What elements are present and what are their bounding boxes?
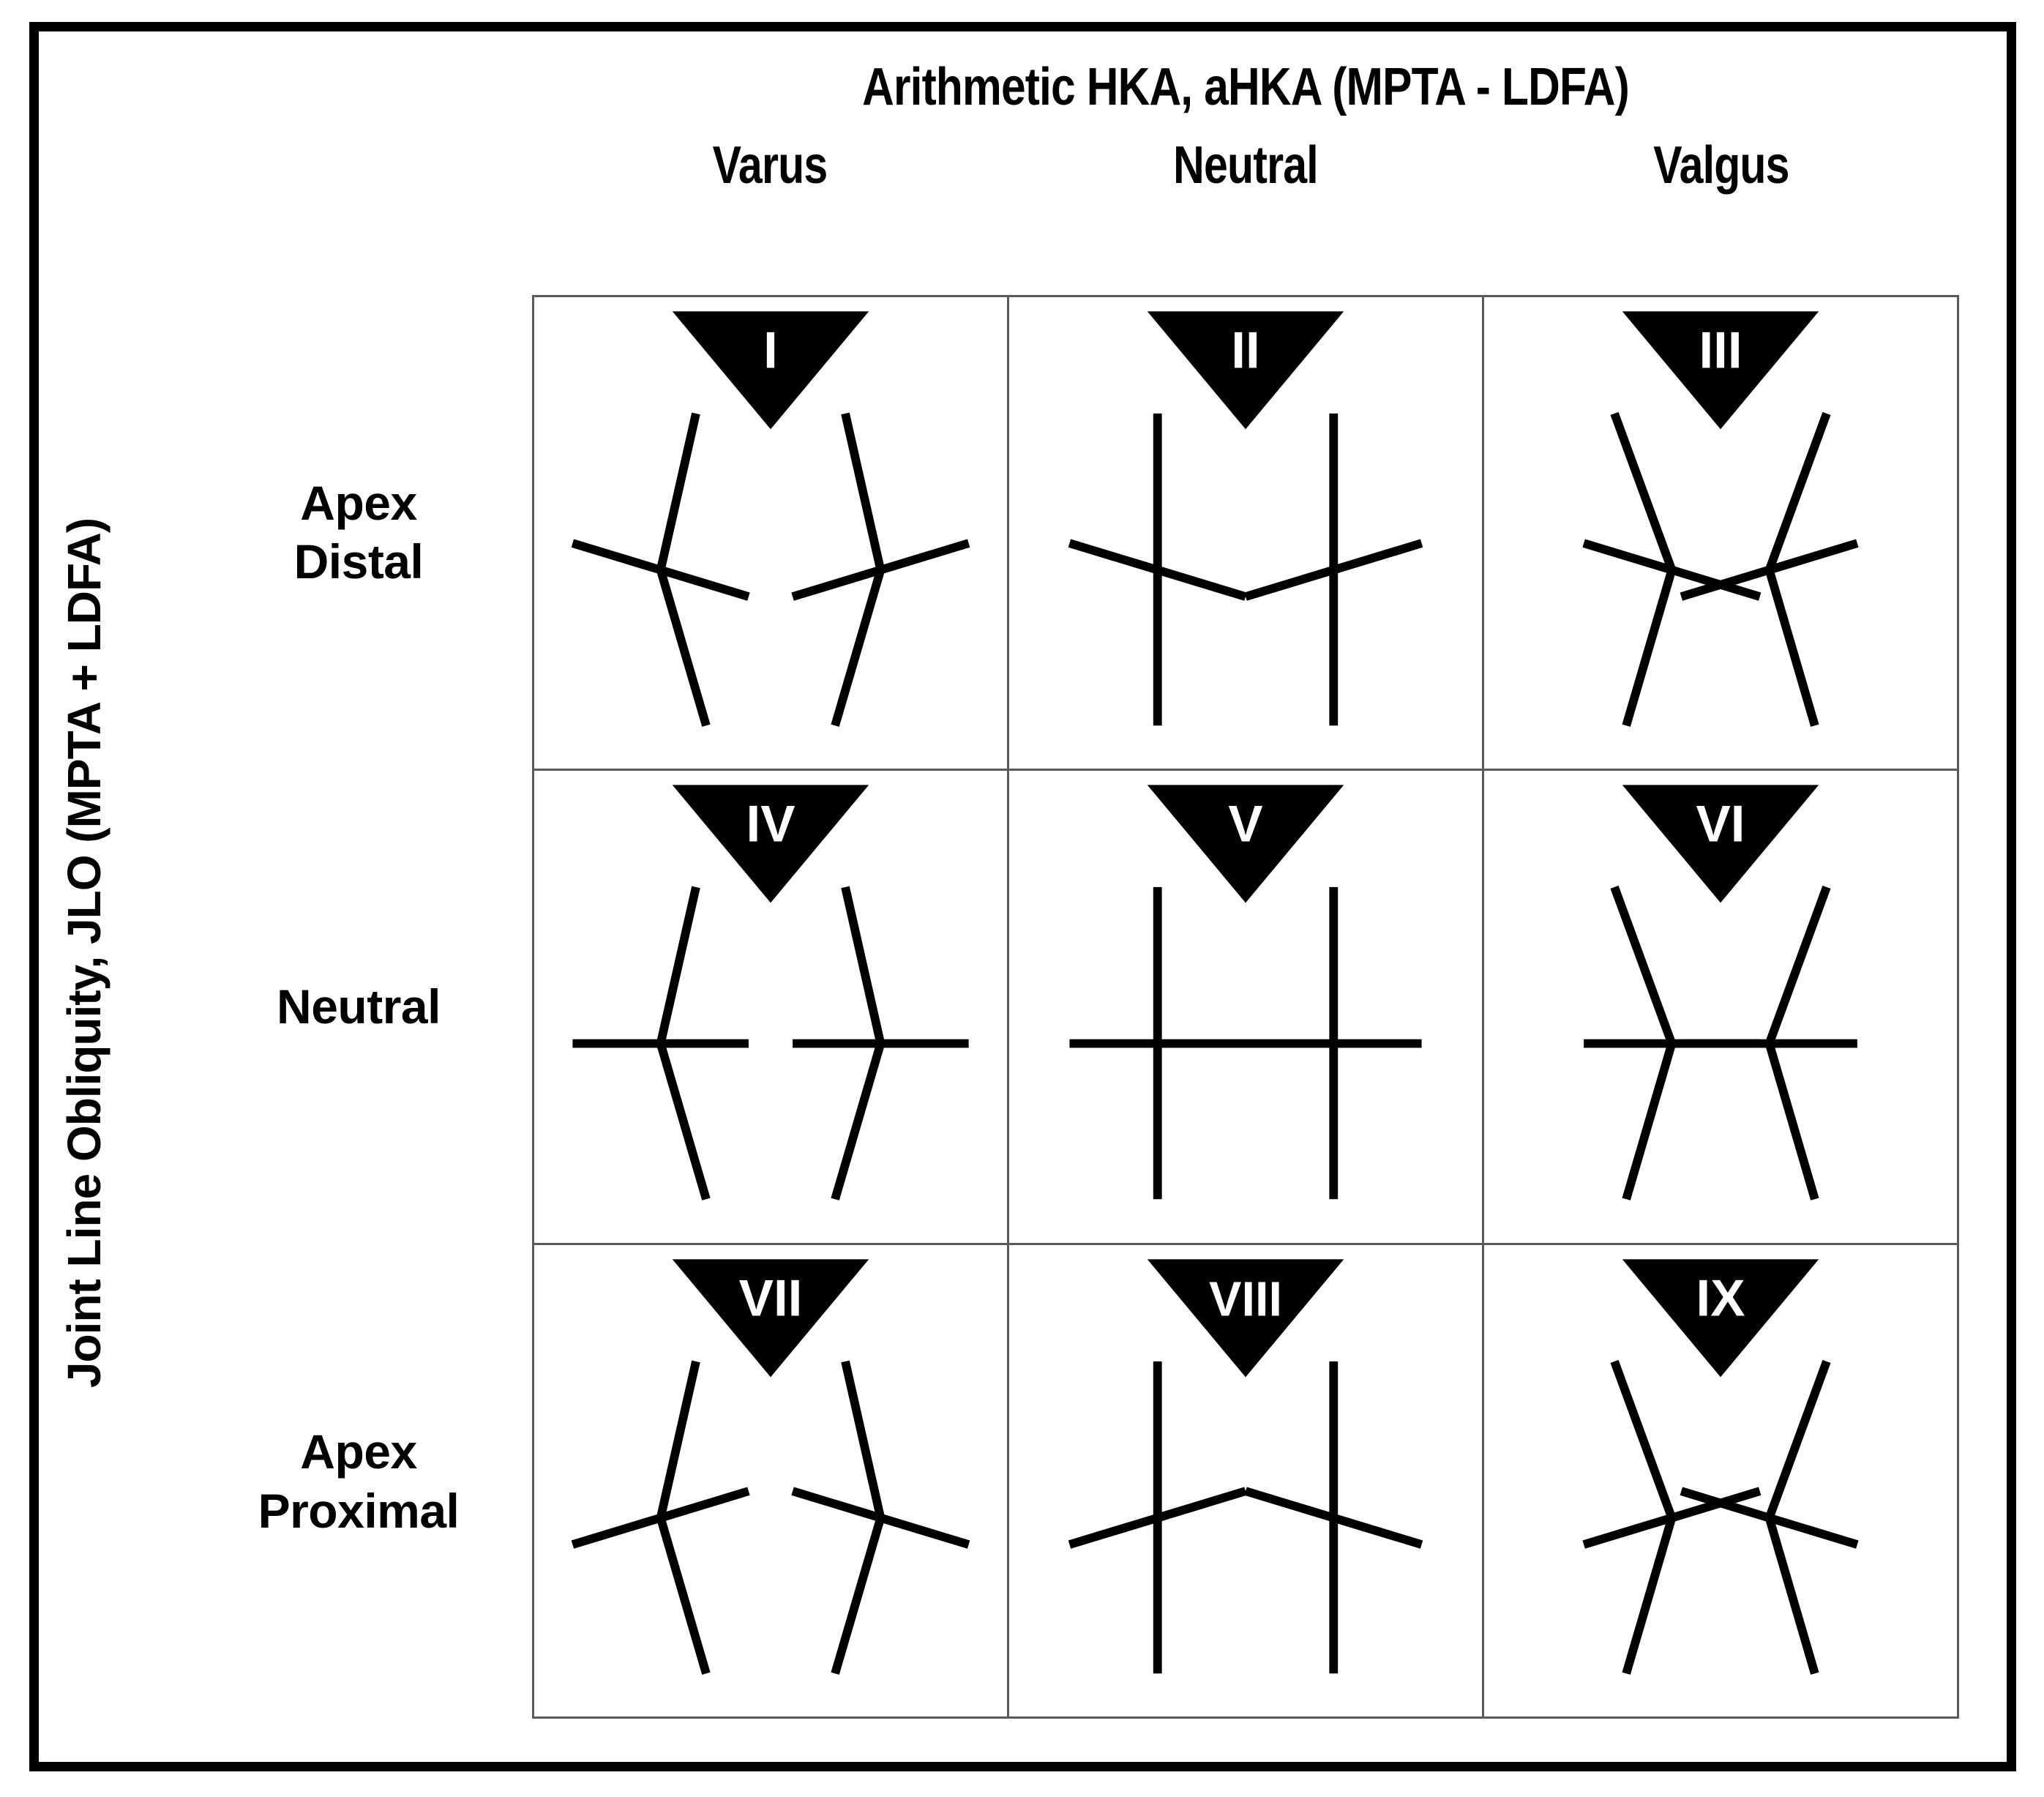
column-header-varus: Varus bbox=[712, 136, 828, 195]
knee-diagram-vi: VI bbox=[1584, 785, 1857, 1201]
right-knee-joint-line bbox=[1244, 539, 1423, 601]
class-badge-triangle-icon bbox=[1622, 785, 1819, 903]
class-badge-triangle-icon bbox=[1622, 1258, 1819, 1378]
left-knee-joint-line bbox=[1068, 1487, 1247, 1549]
right-knee-joint-line bbox=[791, 1487, 970, 1549]
class-badge-numeral: I bbox=[763, 322, 778, 380]
right-knee-joint-line bbox=[1680, 1487, 1859, 1549]
row-header-apex-proximal-line1: Apex bbox=[300, 1424, 417, 1479]
class-badge-numeral: III bbox=[1699, 322, 1742, 380]
matrix-cell-viii[interactable]: VIII bbox=[1009, 1244, 1482, 1716]
class-badge-numeral: IV bbox=[746, 796, 795, 853]
left-knee-joint-line bbox=[1582, 539, 1762, 601]
class-badge-numeral: IX bbox=[1696, 1269, 1745, 1327]
right-knee-joint-line bbox=[1680, 539, 1859, 601]
row-header-column: Apex Distal Neutral Apex Proximal bbox=[187, 295, 531, 1719]
row-header-apex-distal: Apex Distal bbox=[187, 295, 531, 769]
matrix-cell-vii[interactable]: VII bbox=[534, 1244, 1007, 1716]
class-badge-triangle-icon bbox=[672, 1258, 869, 1378]
matrix-cell-ii[interactable]: II bbox=[1009, 297, 1482, 769]
knee-diagram-iv: IV bbox=[572, 785, 969, 1201]
row-header-neutral-line1: Neutral bbox=[277, 979, 441, 1034]
row-header-apex-distal-line1: Apex bbox=[300, 475, 417, 530]
y-axis-label: Joint Line Obliquity, JLO (MPTA + LDFA) bbox=[58, 518, 111, 1389]
class-badge-triangle-icon bbox=[1622, 311, 1819, 430]
knee-diagram-v: V bbox=[1069, 785, 1422, 1200]
class-badge-numeral: II bbox=[1231, 322, 1259, 380]
left-knee-joint-line bbox=[1068, 539, 1247, 601]
class-badge-triangle-icon bbox=[1147, 1258, 1344, 1378]
class-badge-numeral: VII bbox=[739, 1269, 803, 1327]
matrix-cell-i[interactable]: I bbox=[534, 297, 1007, 769]
knee-diagram-ii: II bbox=[1068, 311, 1423, 726]
left-knee-joint-line bbox=[1582, 1487, 1762, 1549]
matrix-cell-iv[interactable]: IV bbox=[534, 771, 1007, 1243]
knee-diagram-viii: VIII bbox=[1068, 1258, 1423, 1673]
class-badge-triangle-icon bbox=[672, 785, 869, 903]
matrix-cell-v[interactable]: V bbox=[1009, 771, 1482, 1243]
left-knee-joint-line bbox=[571, 1487, 750, 1549]
row-header-apex-proximal-line2: Proximal bbox=[258, 1483, 460, 1538]
knee-diagram-iii: III bbox=[1582, 311, 1859, 727]
class-badge-triangle-icon bbox=[672, 311, 869, 430]
class-badge-numeral: VI bbox=[1696, 796, 1745, 853]
cpak-matrix: I II III IV V V bbox=[532, 295, 1959, 1719]
row-header-apex-distal-line2: Distal bbox=[293, 534, 424, 589]
row-header-apex-proximal: Apex Proximal bbox=[187, 1244, 531, 1719]
matrix-cell-iii[interactable]: III bbox=[1484, 297, 1957, 769]
class-badge-triangle-icon bbox=[1147, 785, 1344, 903]
row-header-neutral: Neutral bbox=[187, 769, 531, 1244]
right-knee-joint-line bbox=[1244, 1487, 1423, 1549]
matrix-cell-ix[interactable]: IX bbox=[1484, 1244, 1957, 1716]
figure-title: Arithmetic HKA, aHKA (MPTA - LDFA) bbox=[862, 58, 1630, 116]
column-header-neutral: Neutral bbox=[1173, 136, 1318, 195]
column-header-valgus: Valgus bbox=[1653, 136, 1789, 195]
knee-diagram-i: I bbox=[571, 311, 970, 727]
column-header-row: Varus Neutral Valgus bbox=[532, 135, 1959, 195]
right-knee-joint-line bbox=[791, 539, 970, 601]
class-badge-triangle-icon bbox=[1147, 311, 1344, 430]
matrix-cell-vi[interactable]: VI bbox=[1484, 771, 1957, 1243]
class-badge-numeral: V bbox=[1228, 796, 1262, 853]
knee-diagram-vii: VII bbox=[571, 1258, 970, 1675]
left-knee-joint-line bbox=[571, 539, 750, 601]
class-badge-numeral: VIII bbox=[1209, 1272, 1282, 1326]
knee-diagram-ix: IX bbox=[1582, 1258, 1859, 1675]
